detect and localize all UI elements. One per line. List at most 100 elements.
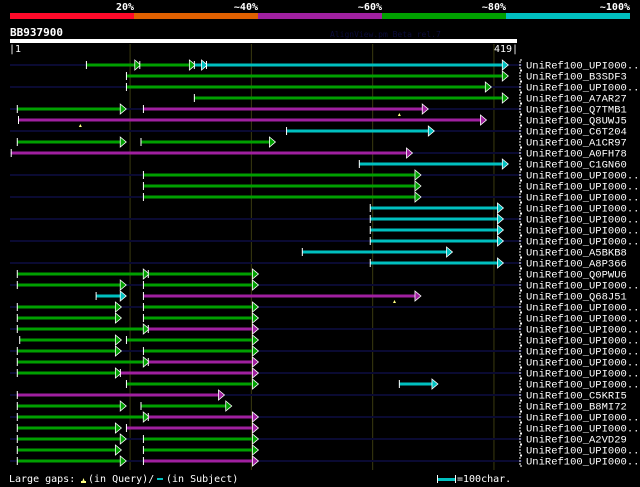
hsp-segment[interactable] (148, 272, 254, 276)
hit-row[interactable]: UniRef100_UPI000.. (16, 422, 640, 436)
hsp-segment[interactable] (17, 371, 117, 375)
hit-row[interactable]: UniRef100_UPI000.. (10, 191, 639, 205)
hsp-segment[interactable] (143, 437, 254, 441)
hsp-segment[interactable] (370, 239, 499, 243)
hsp-segment[interactable] (19, 338, 117, 342)
hit-label[interactable]: UniRef100_A2VD29 (526, 435, 627, 447)
hsp-segment[interactable] (17, 316, 117, 320)
hsp-segment[interactable] (194, 96, 504, 100)
hsp-segment[interactable] (143, 107, 424, 111)
hsp-segment[interactable] (18, 118, 482, 122)
hit-label[interactable]: UniRef100_UPI000.. (526, 424, 639, 436)
hsp-segment[interactable] (17, 360, 145, 364)
hit-row[interactable]: UniRef100_UPI000.. (10, 345, 639, 359)
hsp-segment[interactable] (126, 338, 254, 342)
hit-label[interactable]: UniRef100_UPI000.. (526, 369, 639, 381)
hit-row[interactable]: UniRef100_UPI000.. (10, 169, 639, 183)
hit-row[interactable]: UniRef100_A8P366 (10, 257, 627, 271)
hsp-segment[interactable] (17, 459, 122, 463)
hsp-segment[interactable] (17, 393, 220, 397)
hit-row[interactable]: UniRef100_UPI000.. (142, 180, 640, 194)
hit-row[interactable]: UniRef100_C1GN60 (358, 158, 627, 172)
hit-label[interactable]: UniRef100_UPI000.. (526, 171, 639, 183)
hit-label[interactable]: UniRef100_B3SDF3 (526, 72, 627, 84)
hit-label[interactable]: UniRef100_UPI000.. (526, 193, 639, 205)
hsp-segment[interactable] (143, 294, 416, 298)
hsp-segment[interactable] (96, 294, 122, 298)
hit-row[interactable]: UniRef100_UPI000.. (10, 235, 639, 249)
hit-row[interactable]: UniRef100_A7AR27 (193, 92, 627, 106)
hit-label[interactable]: UniRef100_UPI000.. (526, 457, 639, 469)
hsp-segment[interactable] (11, 151, 408, 155)
hit-row[interactable]: UniRef100_B8MI72 (16, 400, 627, 414)
hsp-segment[interactable] (126, 85, 487, 89)
hsp-segment[interactable] (286, 129, 430, 133)
hsp-segment[interactable] (143, 459, 254, 463)
hsp-segment[interactable] (126, 382, 254, 386)
hit-label[interactable]: UniRef100_C6T204 (526, 127, 627, 139)
hsp-segment[interactable] (17, 415, 145, 419)
hsp-segment[interactable] (17, 140, 122, 144)
hit-label[interactable]: UniRef100_Q68J51 (526, 292, 627, 304)
hit-row[interactable]: UniRef100_UPI000.. (16, 444, 640, 458)
hit-label[interactable]: UniRef100_UPI000.. (526, 303, 639, 315)
hit-label[interactable]: UniRef100_UPI000.. (526, 182, 639, 194)
hit-label[interactable]: UniRef100_UPI000.. (526, 347, 639, 359)
hit-label[interactable]: UniRef100_Q7TMB1 (526, 105, 627, 117)
hit-row[interactable]: UniRef100_C5KRI5 (10, 389, 627, 403)
hsp-segment[interactable] (17, 272, 145, 276)
hit-row[interactable]: UniRef100_UPI000.. (10, 59, 639, 73)
hsp-segment[interactable] (370, 261, 499, 265)
hsp-segment[interactable] (148, 360, 254, 364)
hsp-segment[interactable] (148, 415, 254, 419)
hit-label[interactable]: UniRef100_UPI000.. (526, 281, 639, 293)
hit-row[interactable]: UniRef100_UPI000.. (10, 411, 639, 425)
hit-label[interactable]: UniRef100_Q8UWJ5 (526, 116, 627, 128)
hsp-segment[interactable] (143, 184, 416, 188)
hit-label[interactable]: UniRef100_UPI000.. (526, 336, 639, 348)
hit-row[interactable]: UniRef100_UPI000.. (10, 213, 639, 227)
hsp-segment[interactable] (359, 162, 504, 166)
hsp-segment[interactable] (17, 305, 117, 309)
hit-row[interactable]: UniRef100_UPI000.. (19, 334, 639, 348)
hit-row[interactable]: UniRef100_UPI000.. (125, 378, 639, 392)
hit-label[interactable]: UniRef100_A0FH78 (526, 149, 627, 161)
hsp-segment[interactable] (17, 107, 122, 111)
hit-label[interactable]: UniRef100_UPI000.. (526, 237, 639, 249)
hit-row[interactable]: UniRef100_UPI000.. (369, 202, 640, 216)
hsp-segment[interactable] (17, 283, 122, 287)
hit-row[interactable]: UniRef100_A5BKB8 (301, 246, 627, 260)
hsp-segment[interactable] (143, 173, 416, 177)
hit-label[interactable]: UniRef100_UPI000.. (526, 325, 639, 337)
hsp-segment[interactable] (86, 63, 136, 67)
hit-label[interactable]: UniRef100_A8P366 (526, 259, 627, 271)
hit-row[interactable]: UniRef100_UPI000.. (10, 81, 639, 95)
hsp-segment[interactable] (194, 63, 203, 67)
hsp-segment[interactable] (126, 426, 254, 430)
hsp-segment[interactable] (143, 195, 416, 199)
hit-label[interactable]: UniRef100_Q0PWU6 (526, 270, 627, 282)
hsp-segment[interactable] (17, 327, 145, 331)
hsp-segment[interactable] (143, 349, 254, 353)
hsp-segment[interactable] (17, 349, 117, 353)
hit-label[interactable]: UniRef100_UPI000.. (526, 226, 639, 238)
hit-row[interactable]: UniRef100_UPI000.. (10, 455, 639, 469)
hsp-segment[interactable] (206, 63, 504, 67)
hit-label[interactable]: UniRef100_B8MI72 (526, 402, 627, 414)
hsp-segment[interactable] (143, 448, 254, 452)
hsp-segment[interactable] (148, 327, 254, 331)
hsp-segment[interactable] (140, 140, 271, 144)
hit-row[interactable]: UniRef100_UPI000.. (369, 224, 640, 238)
hit-row[interactable]: UniRef100_A0FH78 (10, 147, 627, 161)
hsp-segment[interactable] (140, 404, 227, 408)
hit-label[interactable]: UniRef100_UPI000.. (526, 413, 639, 425)
hsp-segment[interactable] (370, 206, 499, 210)
hsp-segment[interactable] (17, 448, 117, 452)
hit-row[interactable]: UniRef100_Q0PWU6 (16, 268, 627, 282)
hit-row[interactable]: UniRef100_UPI000.. (10, 301, 639, 315)
hit-label[interactable]: UniRef100_UPI000.. (526, 358, 639, 370)
hit-row[interactable]: UniRef100_UPI000.. (10, 279, 639, 293)
hsp-segment[interactable] (17, 404, 122, 408)
hit-label[interactable]: UniRef100_A7AR27 (526, 94, 627, 106)
hit-row[interactable]: UniRef100_UPI000.. (16, 312, 640, 326)
